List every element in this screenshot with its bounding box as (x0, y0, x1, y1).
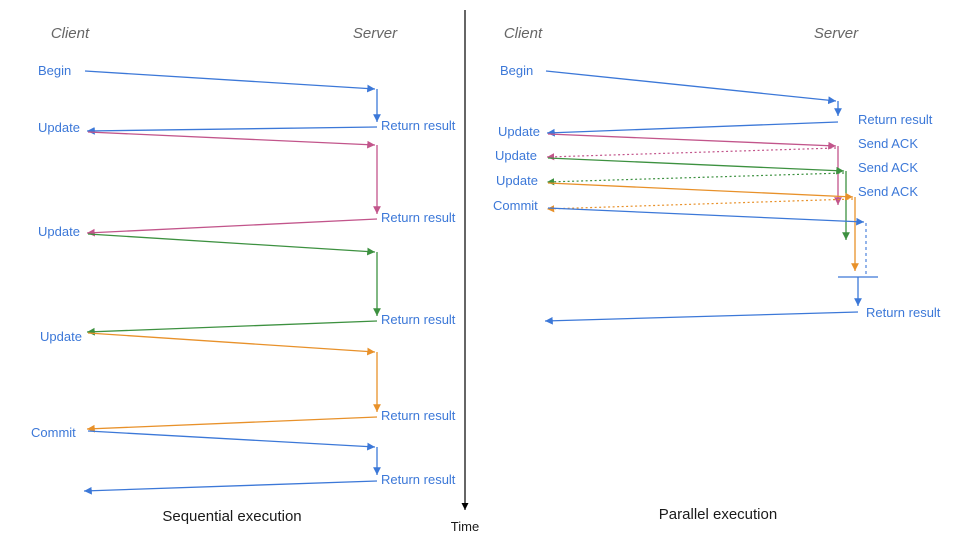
seq-txn-update-3: Update Return result (40, 329, 456, 433)
seq-begin-request-arrow (84, 70, 376, 93)
panel-parallel: Client Server Begin Return result Update… (493, 25, 941, 523)
par-update-3-ack-label: Send ACK (858, 184, 918, 199)
seq-commit-response-arrow (83, 480, 378, 495)
par-update-1-request-arrow (547, 133, 837, 150)
par-msg-update-3: Update Send ACK (496, 173, 918, 271)
par-msg-begin: Begin Return result (500, 63, 933, 137)
par-commit-response-arrow (544, 311, 859, 325)
par-update-1-ack-label: Send ACK (858, 136, 918, 151)
par-msg-update-2: Update Send ACK (495, 148, 918, 240)
par-update-2-ack-arrow (546, 172, 845, 186)
par-update-3-ack-arrow (546, 198, 854, 213)
parallel-caption: Parallel execution (659, 506, 777, 523)
par-update-1-ack-arrow (546, 147, 837, 161)
par-update-2-request-arrow (547, 157, 845, 175)
seq-update-1-response-arrow (86, 218, 378, 237)
sequential-server-header: Server (353, 25, 398, 42)
par-begin-response-arrow (546, 121, 839, 137)
seq-update-3-response-label: Return result (381, 408, 456, 423)
seq-commit-response-label: Return result (381, 472, 456, 487)
par-update-3-request-label: Update (496, 173, 538, 188)
par-begin-request-arrow (545, 70, 837, 105)
par-update-2-request-label: Update (495, 148, 537, 163)
parallel-client-header: Client (504, 25, 543, 42)
seq-txn-update-1: Update Return result (38, 120, 456, 237)
par-update-2-ack-label: Send ACK (858, 160, 918, 175)
seq-update-1-request-label: Update (38, 120, 80, 135)
seq-update-2-response-arrow (86, 320, 378, 336)
seq-begin-request-label: Begin (38, 63, 71, 78)
time-axis-label: Time (451, 519, 479, 534)
time-axis: Time (451, 10, 479, 534)
par-begin-request-label: Begin (500, 63, 533, 78)
seq-update-3-request-label: Update (40, 329, 82, 344)
seq-begin-response-arrow (86, 126, 378, 135)
seq-update-3-response-arrow (86, 416, 378, 433)
seq-txn-commit: Commit Return result (31, 425, 456, 495)
par-update-3-request-arrow (547, 182, 854, 201)
parallel-server-header: Server (814, 25, 859, 42)
seq-commit-request-label: Commit (31, 425, 76, 440)
seq-update-3-request-arrow (87, 332, 376, 356)
seq-commit-request-arrow (87, 430, 376, 451)
sequential-client-header: Client (51, 25, 90, 42)
seq-update-1-response-label: Return result (381, 210, 456, 225)
par-msg-update-1: Update Send ACK (498, 124, 918, 205)
seq-update-2-request-label: Update (38, 224, 80, 239)
sequential-caption: Sequential execution (162, 508, 301, 525)
seq-txn-update-2: Update Return result (38, 224, 456, 336)
par-update-1-request-label: Update (498, 124, 540, 139)
seq-update-1-request-arrow (87, 131, 376, 149)
seq-txn-begin: Begin Return result (38, 63, 456, 135)
par-commit-response-label: Return result (866, 305, 941, 320)
par-commit-request-label: Commit (493, 198, 538, 213)
par-msg-commit: Commit Return result (493, 198, 941, 325)
seq-begin-response-label: Return result (381, 118, 456, 133)
par-commit-request-arrow (547, 207, 865, 226)
seq-update-2-response-label: Return result (381, 312, 456, 327)
seq-update-2-request-arrow (87, 233, 376, 256)
par-begin-response-label: Return result (858, 112, 933, 127)
panel-sequential: Client Server Begin Return result Update… (31, 25, 456, 525)
